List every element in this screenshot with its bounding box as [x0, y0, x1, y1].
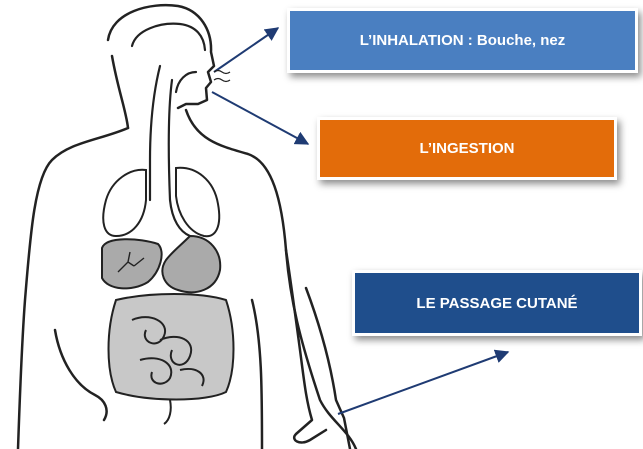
- arrow-inhalation: [214, 28, 278, 72]
- lungs: [103, 168, 219, 236]
- intestines: [109, 294, 234, 424]
- forearm-outline: [286, 250, 326, 442]
- colon: [109, 294, 234, 400]
- arrow-ingestion: [212, 92, 308, 144]
- stomach: [162, 236, 220, 292]
- right-lung: [176, 168, 219, 236]
- digestive-tract: [132, 24, 205, 236]
- torso-left-outline: [18, 128, 128, 449]
- neck-outline: [112, 56, 128, 128]
- back-arm-outline: [55, 330, 107, 420]
- arrows: [212, 28, 508, 414]
- breath-marks: [214, 71, 230, 82]
- label-ingestion-text: L’INGESTION: [419, 140, 514, 157]
- trachea: [150, 66, 160, 200]
- label-ingestion: L’INGESTION: [317, 117, 617, 180]
- arrow-cutane: [338, 352, 508, 414]
- label-inhalation-text: L’INHALATION : Bouche, nez: [360, 32, 566, 49]
- forearm-inner-outline: [306, 288, 350, 449]
- rectum: [164, 400, 171, 424]
- hip-outline: [252, 300, 262, 449]
- label-cutane-text: LE PASSAGE CUTANÉ: [416, 295, 577, 312]
- left-lung: [103, 170, 146, 236]
- label-cutane: LE PASSAGE CUTANÉ: [352, 270, 642, 336]
- head-outline: [108, 5, 214, 108]
- label-inhalation: L’INHALATION : Bouche, nez: [287, 8, 638, 73]
- nasal-passage: [132, 24, 205, 50]
